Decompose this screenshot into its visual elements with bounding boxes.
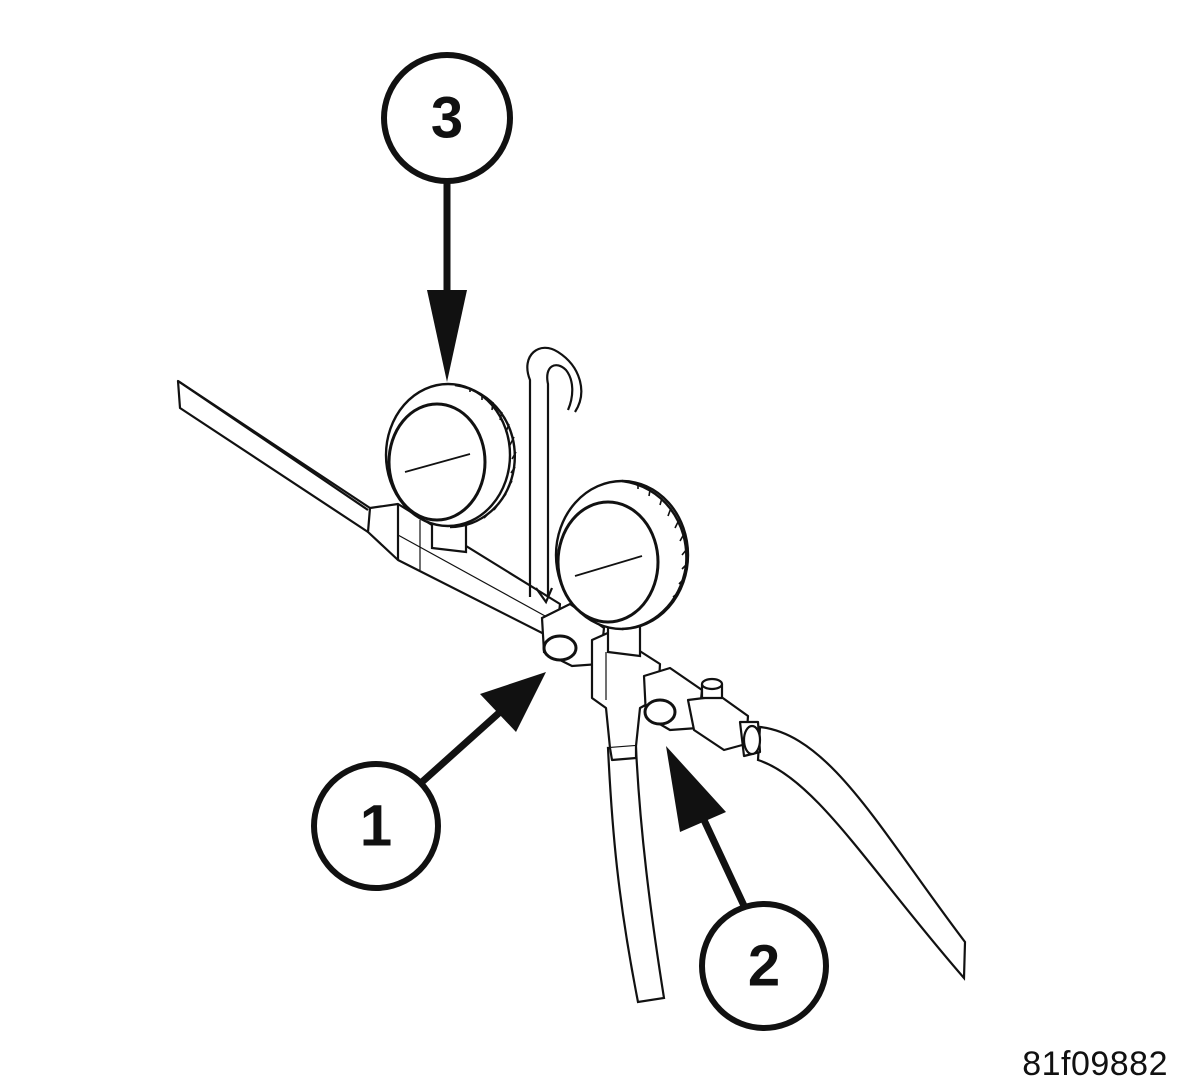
right-hose — [756, 725, 967, 981]
callout-2-label: 2 — [748, 934, 780, 999]
low-pressure-gauge — [384, 382, 517, 529]
callout-3: 3 — [381, 52, 513, 184]
callout-arrow-1 — [419, 672, 546, 785]
callout-arrow-2 — [666, 746, 750, 912]
high-pressure-gauge — [554, 479, 690, 631]
hanger-hook — [526, 346, 583, 605]
callout-2: 2 — [699, 901, 829, 1031]
callout-1-label: 1 — [360, 794, 392, 859]
callout-arrow-3 — [427, 182, 467, 382]
center-hose — [606, 746, 666, 1004]
figure-id: 81f09882 — [1022, 1045, 1168, 1083]
callout-3-label: 3 — [431, 86, 463, 151]
high-side-coupling — [642, 666, 762, 758]
callout-1: 1 — [311, 761, 441, 891]
